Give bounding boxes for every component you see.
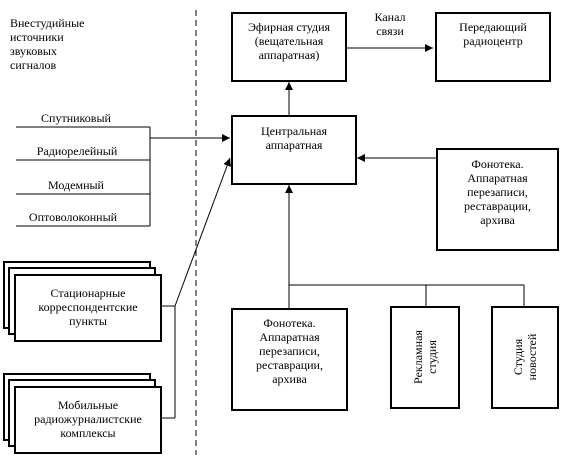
broadcast-studio-box <box>231 12 347 82</box>
mobile-complexes-label: Мобильные радиожурналистские комплексы <box>34 398 142 440</box>
mobile-complexes-box <box>14 386 162 454</box>
stationary-points-label: Стационарные корреспондентские пункты <box>38 286 138 328</box>
phonotheque-bottom-label: Фонотека. Аппаратная перезаписи, реставр… <box>256 316 323 386</box>
news-studio-label: Студия новостей <box>511 333 539 381</box>
ad-studio-label: Рекламная студия <box>411 330 439 384</box>
central-apparatus-box <box>231 115 357 185</box>
broadcast-studio-label: Эфирная студия (вещательная аппаратная) <box>247 20 331 62</box>
phonotheque-right-label: Фонотека. Аппаратная перезаписи, реставр… <box>464 157 531 227</box>
source-radiorelay: Радиорелейный <box>36 144 118 158</box>
source-modem: Модемный <box>48 178 104 192</box>
transmitter-box <box>435 12 551 82</box>
phonotheque-bottom-box <box>231 308 348 411</box>
source-fiber: Оптоволоконный <box>28 210 118 224</box>
stationary-points-box <box>14 274 162 342</box>
central-apparatus-label: Центральная аппаратная <box>261 124 327 152</box>
external-sources-title: Внестудийные источники звуковых сигналов <box>10 16 85 72</box>
phonotheque-right-box <box>436 148 559 251</box>
arrow-stations-to-central <box>174 157 231 307</box>
source-satellite: Спутниковый <box>41 111 111 125</box>
transmitter-label: Передающий радиоцентр <box>459 20 527 48</box>
ad-studio-box <box>390 306 460 409</box>
channel-label: Канал связи <box>374 10 406 38</box>
news-studio-box <box>491 306 559 409</box>
